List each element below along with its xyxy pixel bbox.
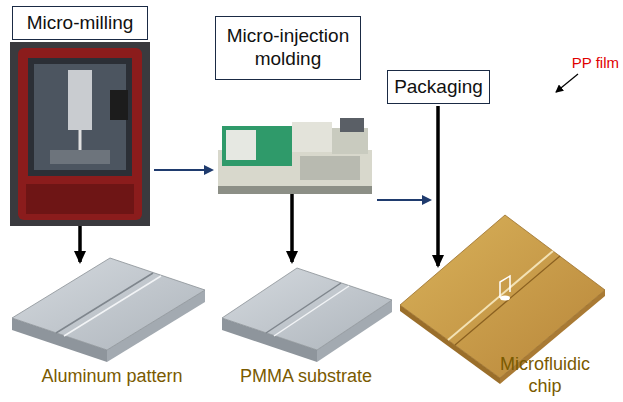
product-label: PMMA substrate bbox=[216, 366, 396, 388]
step-title: Packaging bbox=[394, 76, 483, 99]
process-box: Packaging bbox=[387, 70, 490, 104]
leader-line bbox=[556, 74, 578, 92]
process-box: Micro-milling bbox=[12, 6, 148, 40]
callout-label: PP film bbox=[559, 54, 619, 72]
flow-arrow bbox=[377, 199, 430, 201]
down-arrow bbox=[436, 106, 440, 266]
product-label: Microfluidic chip bbox=[486, 354, 604, 397]
step-title: Micro-injection molding bbox=[222, 25, 354, 71]
down-arrow bbox=[78, 226, 82, 262]
injection-machine-photo bbox=[218, 118, 372, 194]
product-label: Aluminum pattern bbox=[17, 366, 207, 388]
step-title: Micro-milling bbox=[27, 12, 134, 35]
down-arrow bbox=[290, 194, 294, 262]
box-content: Micro-milling bbox=[27, 12, 134, 35]
process-box: Micro-injection molding bbox=[215, 16, 361, 80]
aluminum-slab bbox=[12, 258, 205, 362]
box-content: Micro-injection molding bbox=[222, 25, 354, 71]
flow-arrow bbox=[154, 169, 212, 171]
pmma-slab bbox=[222, 268, 392, 362]
box-content: Packaging bbox=[394, 76, 483, 99]
milling-machine-photo bbox=[10, 42, 150, 226]
